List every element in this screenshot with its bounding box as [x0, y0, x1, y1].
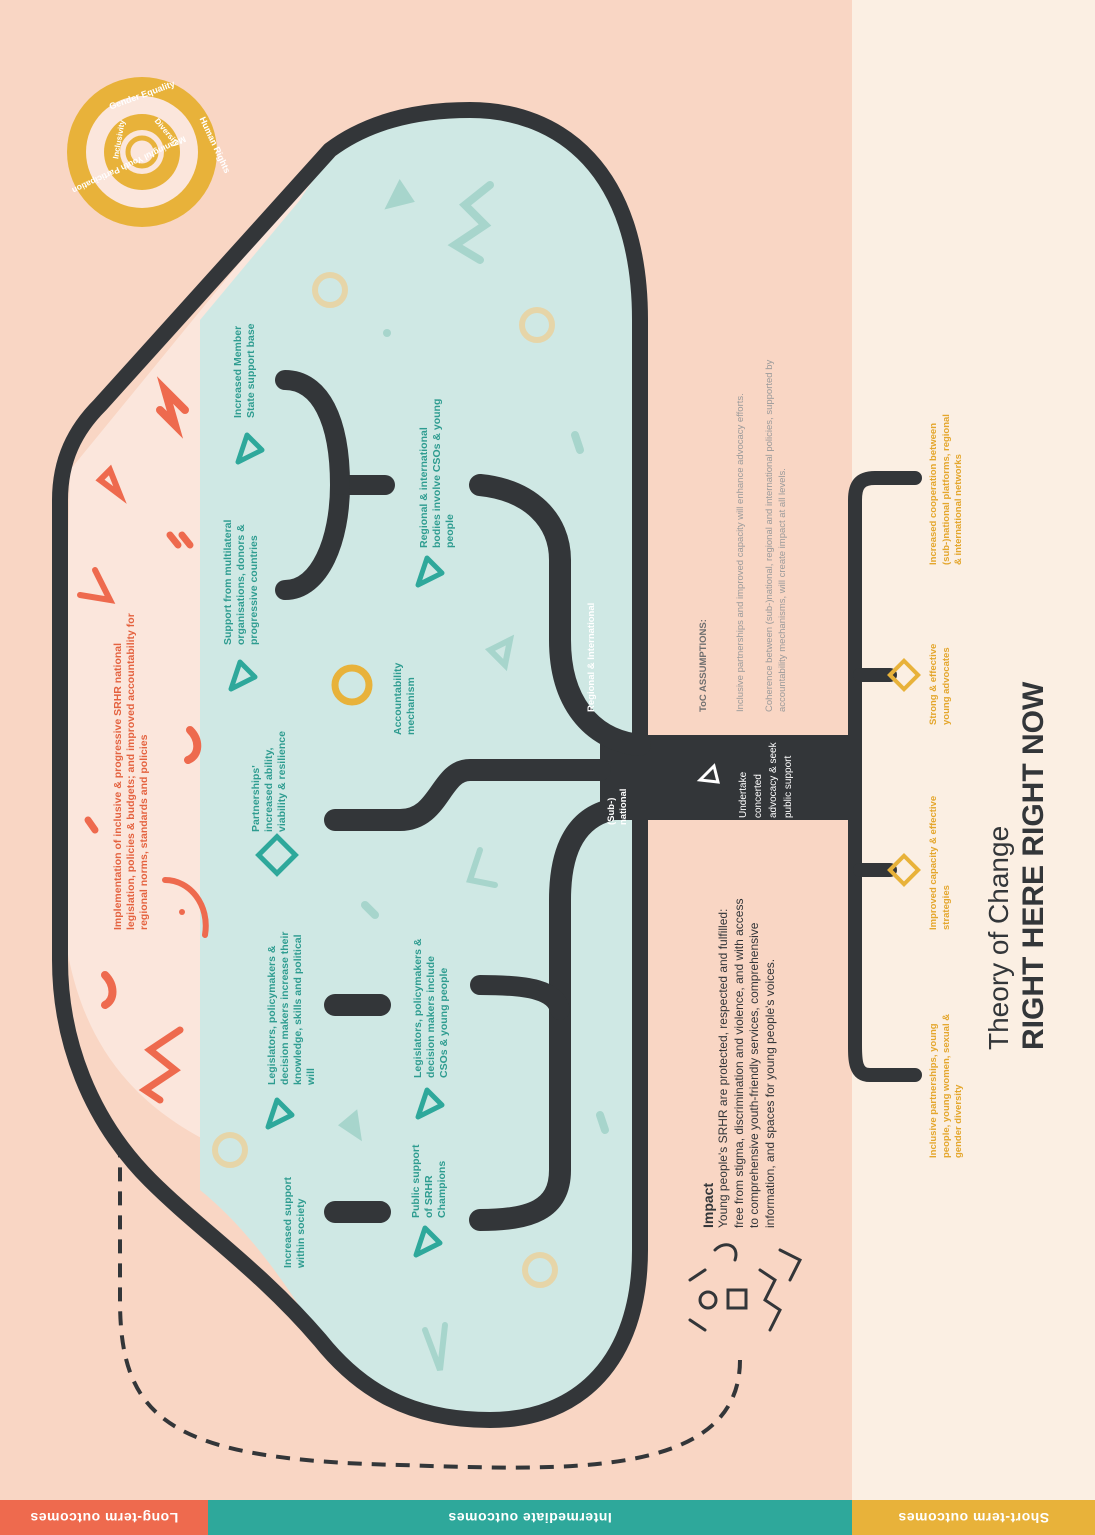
societal-support-label: Increased support within society [282, 1176, 307, 1268]
legislators-capacity-label: Legislators, policymakers & decision mak… [266, 931, 317, 1086]
impact-icon-cluster [688, 1243, 803, 1332]
national-branch [469, 799, 621, 1231]
outcome-legend: Long-term outcomes Intermediate outcomes… [0, 1500, 1095, 1535]
national-branch-mid [470, 975, 570, 1020]
intermediate-region [200, 110, 640, 1420]
subnational-label: (Sub-) national [606, 788, 629, 825]
partnership-branch [324, 759, 611, 831]
legend-intermediate-label: Intermediate outcomes [448, 1509, 612, 1526]
megaphone-icon [696, 763, 720, 784]
impact-block: Impact Young people's SRHR are protected… [700, 898, 778, 1228]
long-term-outcome: Implementation of inclusive & progressiv… [112, 613, 150, 930]
trunk [600, 735, 860, 820]
decorative-shapes [77, 179, 609, 1372]
assumption-item: Coherence between (sub-)national, region… [764, 359, 788, 712]
short-term-panel [852, 0, 1095, 1500]
short-term-advocates-label: Strong & effective young advocates [928, 643, 952, 725]
page-title: Theory of Change [983, 825, 1014, 1050]
short-term-cooperation-label: Increased cooperation between (sub-)nati… [928, 414, 964, 565]
tree-diagram [52, 77, 922, 1470]
assumption-item: Inclusive partnerships and improved capa… [735, 393, 746, 712]
legend-intermediate: Intermediate outcomes [208, 1500, 852, 1535]
accountability-circle-icon [331, 664, 373, 706]
regional-label: Regional & International [586, 602, 597, 712]
regional-bodies-label: Regional & international bodies involve … [418, 398, 456, 548]
core-activity-label: Undertake concerted advocacy & seek publ… [738, 742, 794, 818]
legend-short-term-label: Short-term outcomes [897, 1509, 1050, 1526]
short-term-bracket [848, 471, 922, 1082]
advocates-diamond-icon [887, 658, 921, 692]
title-block: Theory of Change RIGHT HERE RIGHT NOW [982, 530, 1052, 1050]
legislators-include-label: Legislators, policymakers & decision mak… [412, 938, 450, 1078]
legend-short-term: Short-term outcomes [852, 1500, 1095, 1535]
member-branch [275, 370, 350, 495]
member-state-label: Increased Member State support base [232, 323, 257, 418]
assumptions-heading: ToC ASSUMPTIONS: [698, 619, 709, 712]
multilateral-label: Support from multilateral organisations,… [222, 519, 260, 645]
accountability-label: Accountability mechanism [392, 662, 417, 735]
legend-long-term: Long-term outcomes [0, 1500, 208, 1535]
values-badge [67, 77, 217, 227]
short-term-partnerships-label: Inclusive partnerships, young people, yo… [928, 1013, 964, 1158]
legend-long-term-label: Long-term outcomes [29, 1509, 179, 1526]
impact-text: Young people's SRHR are protected, respe… [716, 898, 777, 1228]
assumptions-block: ToC ASSUMPTIONS: Inclusive partnerships … [697, 312, 789, 712]
impact-heading: Impact [700, 1182, 716, 1228]
page-subtitle: RIGHT HERE RIGHT NOW [1017, 681, 1050, 1050]
impact-connector [118, 1140, 742, 1470]
partnership-diamond-icon [255, 833, 299, 877]
capacity-diamond-icon [887, 853, 921, 887]
short-term-capacity-label: Improved capacity & effective strategies [928, 795, 952, 930]
regional-branch [469, 474, 651, 756]
partnerships-label: Partnerships' increased ability, viabili… [250, 731, 288, 832]
blob-outline [52, 102, 648, 1428]
megaphone-icon [228, 432, 445, 1258]
champions-label: Public support of SRHR Champions [410, 1144, 448, 1219]
